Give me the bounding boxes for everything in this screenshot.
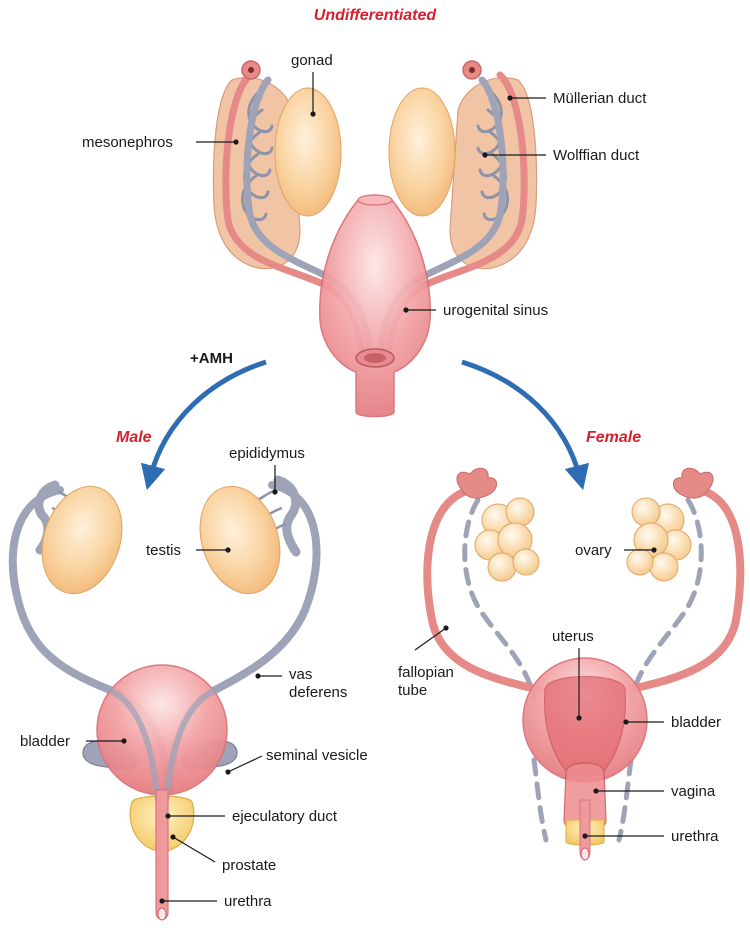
leader-lines [86,72,664,904]
undifferentiated-group [212,60,538,418]
label-testis: testis [146,542,181,559]
label-mesonephros: mesonephros [82,134,173,151]
male-group [8,475,321,921]
label-ejaculatory-duct: ejeculatory duct [232,808,338,825]
label-bladder-female: bladder [671,714,721,731]
uterus [543,676,627,776]
label-vas-deferens-1: vas [289,666,312,683]
epididymus-right [273,475,301,557]
heading-undifferentiated: Undifferentiated [314,7,438,24]
fimbriae-left [456,467,497,499]
label-fallopian-tube-1: fallopian [398,664,454,681]
label-vas-deferens-2: deferens [289,684,347,701]
arrow-to-male [141,359,267,491]
amh-label: +AMH [190,350,233,367]
label-mullerian-duct: Müllerian duct [553,90,647,107]
wolffian-remnant-left [462,497,538,703]
label-urethra-female: urethra [671,828,719,845]
label-fallopian-tube-2: tube [398,682,427,699]
testis-left [41,485,123,595]
gonad-right [388,87,456,217]
label-epididymus: epididymus [229,445,305,462]
label-vagina: vagina [671,783,716,800]
testis-right [199,485,281,595]
label-wolffian-duct: Wolffian duct [553,147,640,164]
arrow-to-female [461,359,589,491]
label-urogenital-sinus: urogenital sinus [443,302,548,319]
fimbriae-right [673,467,714,499]
label-prostate: prostate [222,857,276,874]
female-group [423,467,745,861]
label-ovary: ovary [575,542,612,559]
urogenital-sinus [319,199,431,418]
label-urethra-male: urethra [224,893,272,910]
heading-female: Female [586,429,641,446]
ovary-right [626,497,692,582]
label-seminal-vesicle: seminal vesicle [266,747,368,764]
gonad-left [274,87,342,217]
bladder-male [96,664,228,796]
wolffian-remnant-right [628,497,704,703]
heading-male: Male [116,429,152,446]
label-uterus: uterus [552,628,594,645]
label-bladder-male: bladder [20,733,70,750]
ovary-left [474,497,540,582]
label-gonad: gonad [291,52,333,69]
